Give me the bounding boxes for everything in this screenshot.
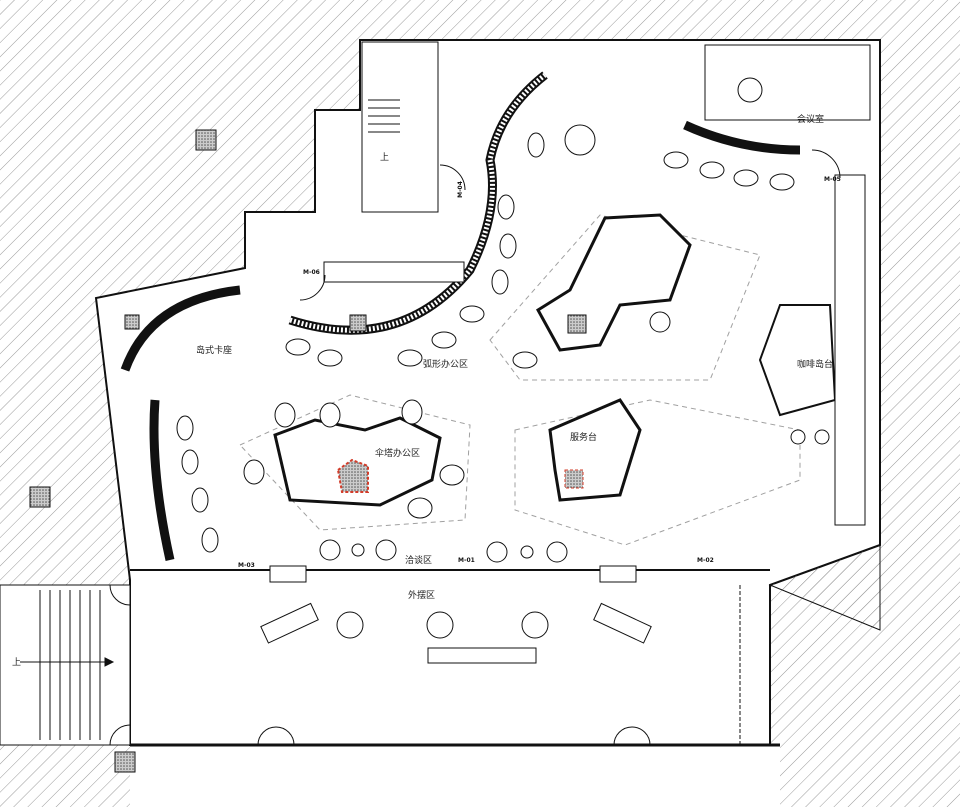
door-tag-m05: M-05 [824, 176, 841, 183]
corner-hatch [768, 544, 881, 631]
doors [109, 149, 841, 746]
meeting-arc-desk [683, 120, 801, 155]
column [349, 314, 367, 332]
stairwell [361, 41, 439, 213]
label-outdoor: 外摆区 [408, 591, 436, 601]
column [564, 469, 584, 489]
door-tag-m01: M-01 [458, 557, 475, 564]
label-stair-up-inner: 上 [380, 153, 390, 163]
door-tag-m02: M-02 [697, 557, 714, 564]
booth-arc [120, 285, 241, 561]
east-cabinets [834, 174, 866, 526]
column [124, 314, 140, 330]
umbrella-column [336, 458, 369, 493]
label-arc-office: 弧形办公区 [423, 360, 469, 370]
outdoor-benches [260, 565, 652, 664]
label-negotiation: 洽谈区 [405, 556, 433, 566]
seating [176, 132, 830, 639]
label-service-desk: 服务台 [570, 433, 598, 443]
meeting-room-furniture [704, 44, 871, 121]
column [114, 751, 136, 773]
door-tag-m06: M-06 [303, 269, 320, 276]
label-umbrella-office: 伞塔办公区 [375, 449, 421, 459]
column [195, 129, 217, 151]
dashed-zone [514, 399, 801, 546]
label-island-booth: 岛式卡座 [196, 346, 233, 356]
door-tag-m03: M-03 [238, 562, 255, 569]
door-tag-m04: M-04 [456, 181, 464, 198]
column [29, 486, 51, 508]
column [567, 314, 587, 334]
label-stair-up-outer: 上 [12, 658, 22, 668]
dashed-zone [489, 214, 761, 381]
label-coffee-island: 咖啡岛台 [797, 360, 834, 370]
label-meeting-room: 会议室 [797, 115, 825, 125]
exterior-stairs [20, 590, 115, 740]
bottom-apron [130, 745, 780, 807]
inner-stairs [368, 99, 400, 133]
storage-cabinets [323, 261, 465, 283]
round-table [564, 124, 596, 156]
meeting-table [737, 77, 763, 103]
coffee-island [758, 304, 837, 417]
